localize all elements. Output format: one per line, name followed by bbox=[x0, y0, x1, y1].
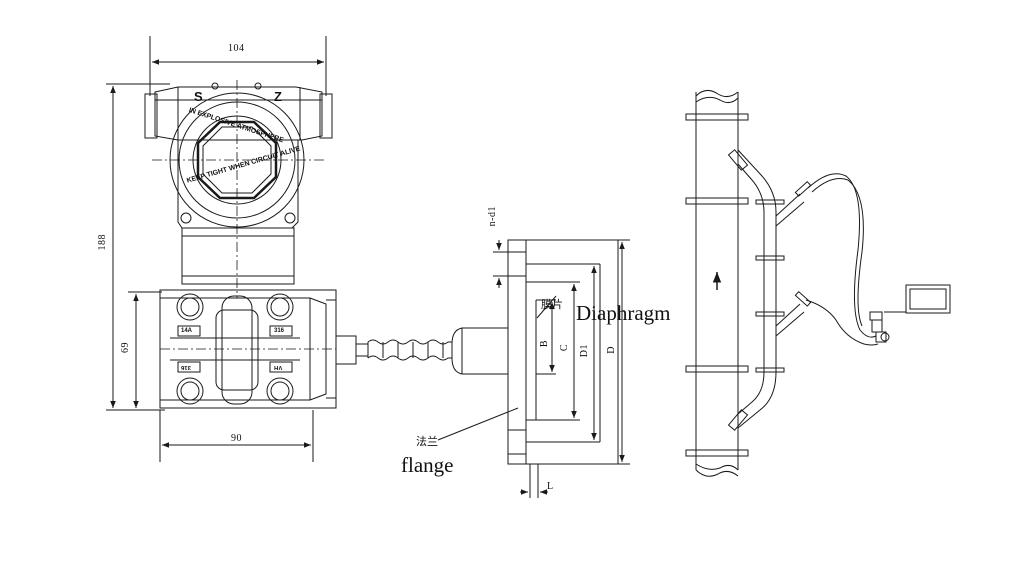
flange-mark-1: 14A bbox=[181, 328, 193, 334]
flange-detail bbox=[437, 239, 630, 498]
dim-l-label: L bbox=[547, 481, 554, 492]
flange-mark-3: 316 bbox=[181, 364, 192, 370]
dim-flange-width-label: 90 bbox=[231, 433, 242, 444]
capillary-and-seal bbox=[335, 327, 509, 375]
dim-c-label: C bbox=[559, 344, 570, 352]
diaphragm-en-label: Diaphragm bbox=[576, 301, 671, 325]
housing-mark-z: Z bbox=[274, 89, 282, 104]
dim-height-label: 188 bbox=[97, 234, 108, 251]
diaphragm-cn-label: 膜片 bbox=[541, 298, 563, 311]
dim-flange-height-label: 69 bbox=[120, 342, 131, 353]
dim-d-label: D bbox=[606, 346, 617, 354]
flange-en-label: flange bbox=[401, 453, 454, 477]
dim-b-label: B bbox=[539, 340, 550, 348]
dim-bolt-hole-label: n-d1 bbox=[487, 206, 498, 227]
transmitter-front-view bbox=[106, 36, 337, 462]
installation-diagram bbox=[685, 90, 951, 477]
dim-width-label: 104 bbox=[228, 43, 245, 54]
flange-mark-2: 316 bbox=[274, 328, 285, 334]
flange-cn-label: 法兰 bbox=[416, 435, 438, 448]
dim-d1-label: D1 bbox=[579, 344, 590, 358]
flange-mark-4: VH bbox=[274, 364, 283, 370]
housing-mark-s: S bbox=[194, 89, 203, 104]
